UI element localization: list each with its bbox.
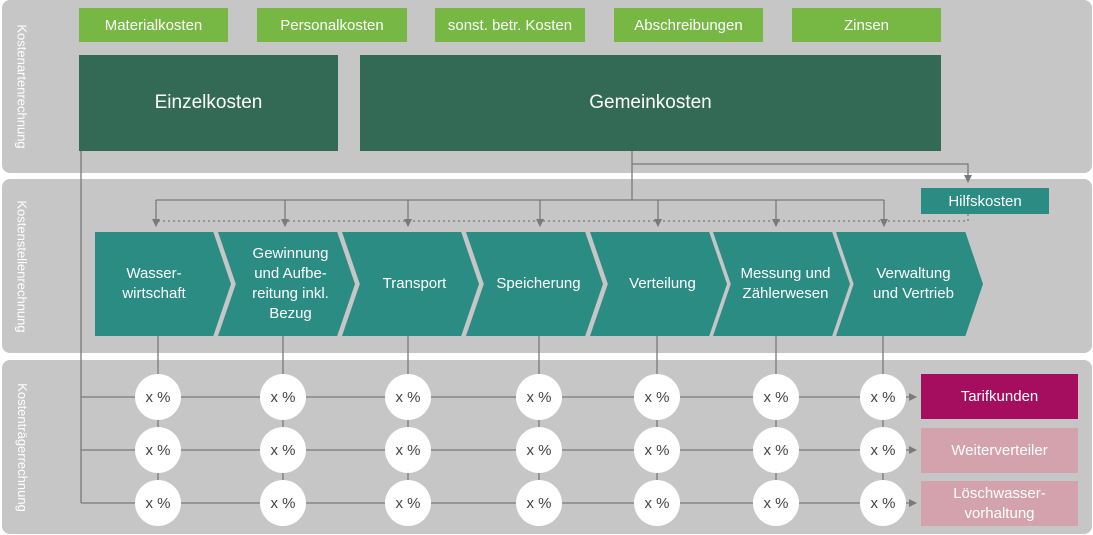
auxiliary-connector <box>632 163 972 183</box>
cost-type-other: sonst. betr. Kosten <box>435 8 585 42</box>
cost-center-extraction: Gewinnung und Aufbe- reitung inkl. Bezug <box>218 232 355 336</box>
allocation-percent-circle: x % <box>634 374 680 420</box>
cost-type-interest: Zinsen <box>792 8 941 42</box>
allocation-percent-circle: x % <box>860 374 906 420</box>
allocation-percent-circle: x % <box>753 374 799 420</box>
allocation-percent-circle: x % <box>753 480 799 526</box>
allocation-percent-circle: x % <box>516 374 562 420</box>
allocation-percent-circle: x % <box>135 427 181 473</box>
allocation-percent-circle: x % <box>135 374 181 420</box>
auxiliary-dotted-line <box>156 214 969 222</box>
allocation-percent-circle: x % <box>516 427 562 473</box>
cost-center-metering: Messung und Zählerwesen <box>713 232 850 336</box>
allocation-percent-circle: x % <box>385 480 431 526</box>
cost-type-depreciation: Abschreibungen <box>614 8 763 42</box>
allocation-percent-circle: x % <box>260 427 306 473</box>
cost-center-transport: Transport <box>342 232 479 336</box>
allocation-percent-circle: x % <box>260 480 306 526</box>
allocation-percent-circle: x % <box>516 480 562 526</box>
cost-center-administration: Verwaltung und Vertrieb <box>836 232 983 336</box>
direct-costs-box: Einzelkosten <box>79 55 338 151</box>
cost-unit-fire-water: Löschwasser- vorhaltung <box>921 481 1078 526</box>
auxiliary-costs-box: Hilfskosten <box>921 188 1049 214</box>
overhead-costs-box: Gemeinkosten <box>360 55 941 151</box>
cost-unit-tariff-customers: Tarifkunden <box>921 374 1078 419</box>
allocation-percent-circle: x % <box>634 427 680 473</box>
cost-type-material: Materialkosten <box>79 8 228 42</box>
allocation-percent-circle: x % <box>860 427 906 473</box>
cost-center-storage: Speicherung <box>466 232 603 336</box>
allocation-percent-circle: x % <box>135 480 181 526</box>
cost-center-water-management: Wasser- wirtschaft <box>95 232 231 336</box>
cost-type-personnel: Personalkosten <box>257 8 407 42</box>
allocation-percent-circle: x % <box>860 480 906 526</box>
allocation-percent-circle: x % <box>753 427 799 473</box>
allocation-percent-circle: x % <box>260 374 306 420</box>
allocation-percent-circle: x % <box>385 427 431 473</box>
cost-unit-resellers: Weiterverteiler <box>921 428 1078 473</box>
cost-center-distribution: Verteilung <box>590 232 727 336</box>
allocation-percent-circle: x % <box>385 374 431 420</box>
allocation-percent-circle: x % <box>634 480 680 526</box>
